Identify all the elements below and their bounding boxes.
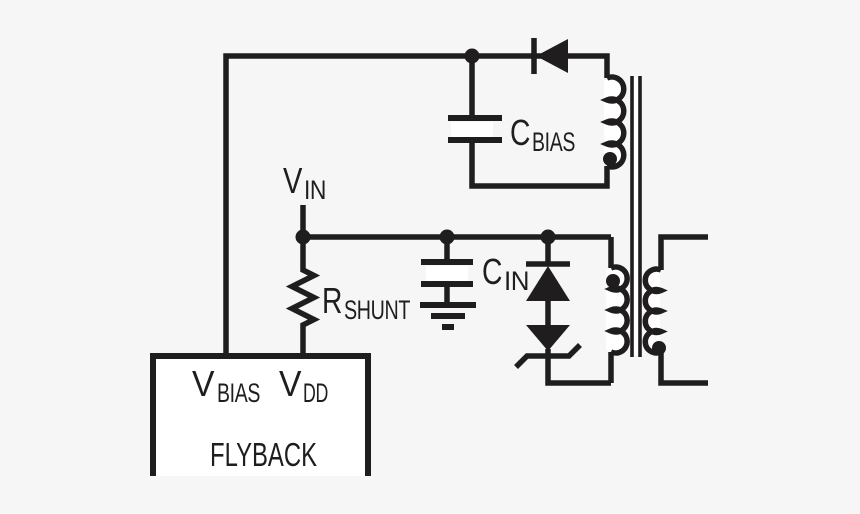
secondary-bottom-wire	[658, 352, 708, 386]
bias-capacitor-icon	[448, 56, 502, 143]
bias-winding-dot	[603, 152, 617, 166]
input-capacitor-icon	[421, 237, 473, 304]
cin-label: C	[482, 251, 502, 292]
bias-loop-bottom-wire	[469, 140, 610, 189]
cbias-gap-fill	[451, 122, 493, 137]
primary-winding-dot	[606, 274, 620, 288]
vbias-pin-label-sub: BIAS	[217, 378, 260, 408]
vbias-pin-label: V	[192, 363, 214, 404]
secondary-winding-icon	[642, 266, 668, 356]
primary-winding-icon	[604, 264, 630, 356]
cin-gap-fill	[426, 266, 468, 281]
clamp-diode-icon	[526, 261, 570, 301]
labels: V IN C BIAS C IN R SHUNT V BIAS V DD FLY…	[192, 112, 576, 473]
ic-name-label: FLYBACK	[210, 436, 317, 473]
ground-icon	[420, 302, 476, 330]
cin-label-sub: IN	[504, 266, 529, 296]
flyback-controller-box	[150, 353, 371, 476]
clamp-branch	[514, 237, 611, 386]
secondary-top-wire	[658, 234, 708, 270]
transformer-core-icon	[630, 76, 642, 357]
diode-anode-triangle	[536, 39, 568, 73]
rectifier-diode-icon	[531, 38, 568, 74]
secondary-winding-dot	[652, 341, 666, 355]
clamp-diode-triangle	[526, 266, 570, 301]
clamp-bottom-wire	[545, 349, 611, 386]
rshunt-label-sub: SHUNT	[344, 295, 410, 325]
zener-triangle	[526, 325, 570, 351]
rshunt-body	[285, 237, 321, 356]
shunt-resistor-icon	[285, 237, 321, 356]
vbias-top-wire	[223, 53, 610, 356]
bias-winding-icon	[600, 74, 627, 170]
junction-dot-cbias	[464, 48, 480, 64]
core-gap-fill	[634, 78, 638, 355]
cbias-label: C	[510, 112, 530, 153]
vin-label: V	[283, 160, 302, 201]
vdd-pin-label-sub: DD	[303, 378, 328, 408]
vin-label-sub: IN	[304, 175, 326, 205]
vdd-pin-label: V	[279, 363, 301, 404]
rshunt-label: R	[322, 280, 342, 321]
cbias-label-sub: BIAS	[532, 127, 575, 157]
